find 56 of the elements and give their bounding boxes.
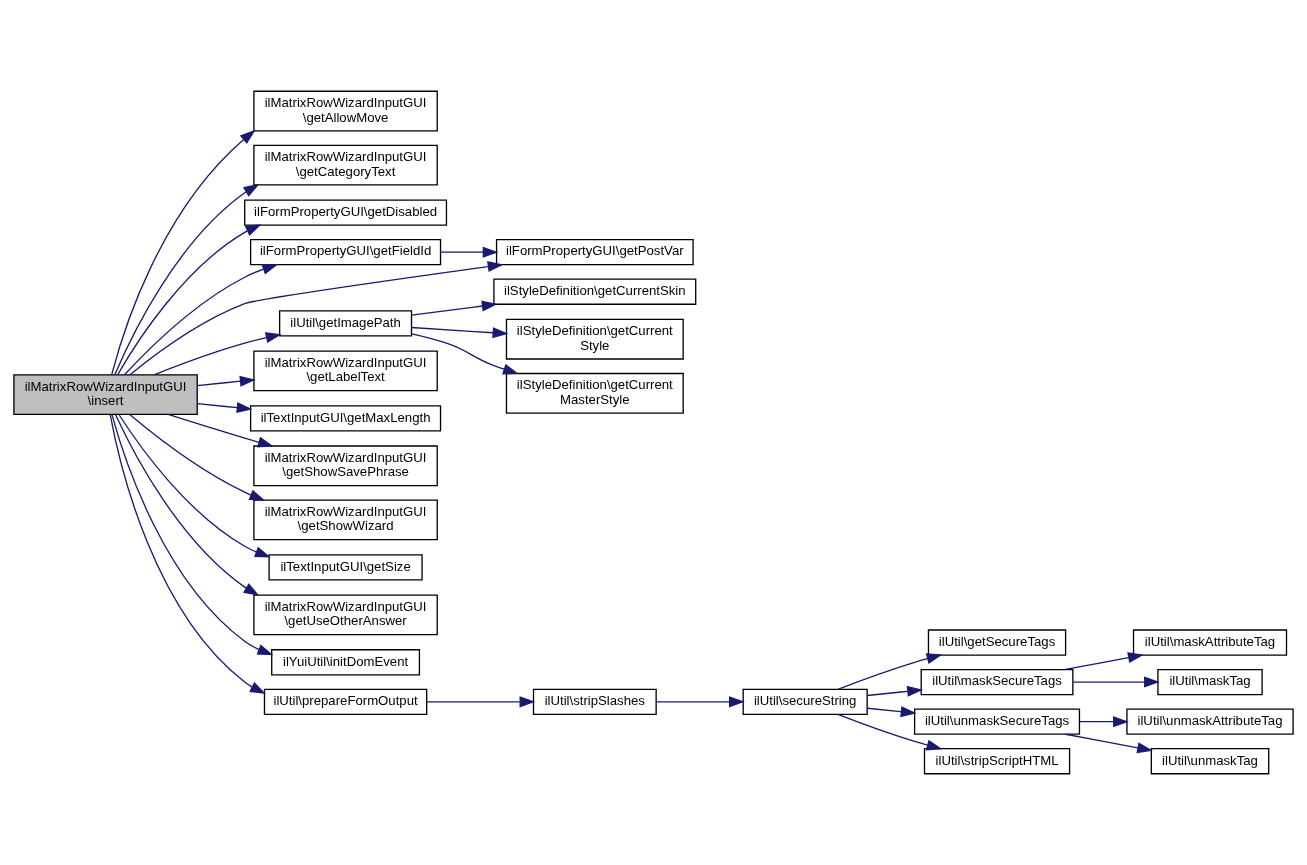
node-box: ilYuiUtil\initDomEvent	[271, 649, 421, 676]
arrow	[1079, 716, 1129, 728]
arrow	[123, 263, 279, 376]
arrow	[655, 696, 745, 708]
node-box: ilUtil\stripScriptHTML	[923, 748, 1071, 775]
node-box: ilUtil\secureString	[742, 688, 868, 716]
arrow	[1064, 733, 1153, 754]
arrow	[111, 129, 256, 376]
arrow	[129, 413, 266, 501]
node-box: ilUtil\getImagePath	[278, 310, 413, 337]
node-box: ilUtil\getSecureTags	[927, 629, 1067, 656]
arrow	[1064, 652, 1144, 671]
node-box: ilTextInputGUI\getSize	[268, 554, 423, 581]
node-box: ilUtil\maskSecureTags	[920, 668, 1074, 696]
node-box: ilMatrixRowWizardInputGUI \getUseOtherAnswer	[253, 594, 438, 636]
node-box: ilFormPropertyGUI\getFieldId	[249, 238, 442, 266]
arrow	[196, 375, 256, 387]
node-box: ilMatrixRowWizardInputGUI \getLabelText	[253, 350, 438, 392]
arrow	[111, 414, 274, 656]
arrow	[866, 685, 923, 697]
node-box: ilMatrixRowWizardInputGUI \getShowSavePhrase	[253, 445, 438, 487]
node-box: ilUtil\stripSlashes	[532, 688, 657, 716]
node-box: ilMatrixRowWizardInputGUI \getCategoryText	[253, 144, 438, 186]
arrow	[154, 332, 282, 376]
node-box: ilUtil\unmaskTag	[1150, 748, 1270, 775]
arrow	[837, 653, 943, 690]
node-box: ilUtil\unmaskAttributeTag	[1126, 708, 1294, 735]
arrow	[411, 300, 498, 316]
node-box: ilStyleDefinition\getCurrent MasterStyle	[505, 372, 684, 414]
node-box: ilStyleDefinition\getCurrentSkin	[493, 278, 697, 305]
node-box: ilUtil\prepareFormOutput	[263, 688, 428, 716]
arrow	[117, 224, 262, 375]
node-box: ilUtil\maskTag	[1157, 668, 1263, 696]
arrow	[411, 326, 509, 339]
arrow	[196, 402, 253, 414]
node-box: ilMatrixRowWizardInputGUI \insert	[13, 374, 198, 416]
node-box: ilTextInputGUI\getMaxLength	[249, 405, 442, 432]
node-box: ilMatrixRowWizardInputGUI \getShowWizard	[253, 499, 438, 541]
arrow	[1072, 676, 1160, 688]
arrow	[129, 261, 504, 376]
arrow	[411, 333, 519, 375]
arrow	[426, 696, 536, 708]
arrow	[837, 713, 943, 751]
arrow	[866, 706, 917, 718]
arrow	[440, 246, 499, 258]
node-box: ilUtil\unmaskSecureTags	[913, 708, 1081, 735]
node-box: ilUtil\maskAttributeTag	[1132, 629, 1288, 656]
node-box: ilMatrixRowWizardInputGUI \getAllowMove	[253, 90, 438, 132]
node-box: ilFormPropertyGUI\getDisabled	[244, 199, 448, 226]
arrow	[167, 413, 274, 448]
arrow	[118, 413, 271, 558]
arrow	[114, 183, 260, 376]
node-box: ilStyleDefinition\getCurrent Style	[505, 318, 684, 360]
arrow	[109, 413, 266, 694]
arrow	[115, 414, 260, 596]
node-box: ilFormPropertyGUI\getPostVar	[495, 238, 694, 266]
